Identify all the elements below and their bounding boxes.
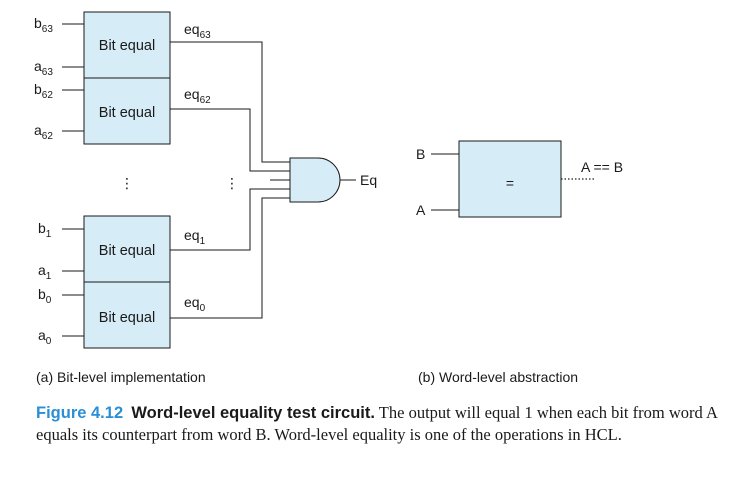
input-b0-label: b0 xyxy=(38,286,52,306)
bit-equal-label-62: Bit equal xyxy=(99,105,155,121)
bit-level-implementation: Bit equal Bit equal Bit equal Bit equal … xyxy=(34,11,377,349)
output-wires xyxy=(170,41,290,319)
figure-title: Word-level equality test circuit. xyxy=(131,404,375,422)
input-a0-label: a0 xyxy=(38,327,52,347)
input-a62-label: a62 xyxy=(34,122,53,142)
input-wires xyxy=(62,23,84,337)
equality-circuit-diagram: Bit equal Bit equal Bit equal Bit equal … xyxy=(34,11,623,349)
figure-number: Figure 4.12 xyxy=(36,404,124,422)
input-b63-label: b63 xyxy=(34,15,53,35)
output-eq62-label: eq62 xyxy=(184,86,211,106)
output-eq63-label: eq63 xyxy=(184,21,211,41)
ellipsis-bits: ⋮ xyxy=(120,175,134,191)
word-equal-box xyxy=(458,140,562,218)
input-a63-label: a63 xyxy=(34,58,53,78)
bit-equal-box-1 xyxy=(83,215,171,283)
output-eq0-label: eq0 xyxy=(184,294,206,314)
input-b1-label: b1 xyxy=(38,220,52,240)
input-b62-label: b62 xyxy=(34,81,53,101)
and-gate xyxy=(289,157,341,203)
word-input-b-label: B xyxy=(416,146,425,162)
caption-word-level: (b) Word-level abstraction xyxy=(418,369,579,385)
word-equal-symbol: = xyxy=(506,175,514,191)
figure-text: The output will equal 1 when each bit fr… xyxy=(36,403,717,444)
word-level-abstraction: = B A A == B xyxy=(416,140,623,218)
gate-output-label: Eq xyxy=(360,172,377,188)
input-a1-label: a1 xyxy=(38,262,52,282)
word-output-label: A == B xyxy=(581,159,623,175)
bit-equal-box-62 xyxy=(83,77,171,145)
bit-equal-box-63 xyxy=(83,11,171,79)
ellipsis-wires: ⋮ xyxy=(225,175,239,191)
bit-equal-box-0 xyxy=(83,281,171,349)
figure-caption: Figure 4.12 Word-level equality test cir… xyxy=(36,402,726,446)
output-eq1-label: eq1 xyxy=(184,227,206,247)
bit-equal-label-0: Bit equal xyxy=(99,310,155,326)
caption-bit-level: (a) Bit-level implementation xyxy=(36,369,206,385)
bit-equal-label-63: Bit equal xyxy=(99,38,155,54)
word-input-a-label: A xyxy=(416,202,426,218)
bit-equal-label-1: Bit equal xyxy=(99,243,155,259)
